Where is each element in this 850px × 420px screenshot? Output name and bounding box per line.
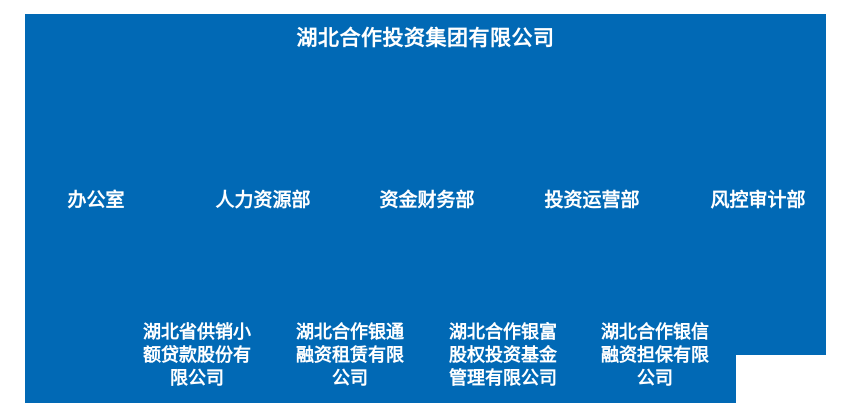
bottom-right-white-cover — [736, 355, 850, 420]
org-chart-panel: 湖北合作投资集团有限公司 办公室 人力资源部 资金财务部 投资运营部 风控审计部… — [25, 14, 826, 403]
subsidiary-guarantee-company: 湖北合作银信 融资担保有限 公司 — [601, 322, 709, 388]
subsidiary-fund-management-company: 湖北合作银富 股权投资基金 管理有限公司 — [449, 322, 557, 388]
department-office: 办公室 — [67, 190, 125, 211]
department-human-resources: 人力资源部 — [215, 190, 311, 211]
subsidiary-microloan-company: 湖北省供销小 额贷款股份有 限公司 — [143, 322, 251, 388]
company-title: 湖北合作投资集团有限公司 — [296, 27, 555, 50]
subsidiary-leasing-company: 湖北合作银通 融资租赁有限 公司 — [296, 322, 404, 388]
department-finance: 资金财务部 — [379, 190, 475, 211]
department-investment-operations: 投资运营部 — [544, 190, 640, 211]
department-risk-audit: 风控审计部 — [710, 190, 806, 211]
